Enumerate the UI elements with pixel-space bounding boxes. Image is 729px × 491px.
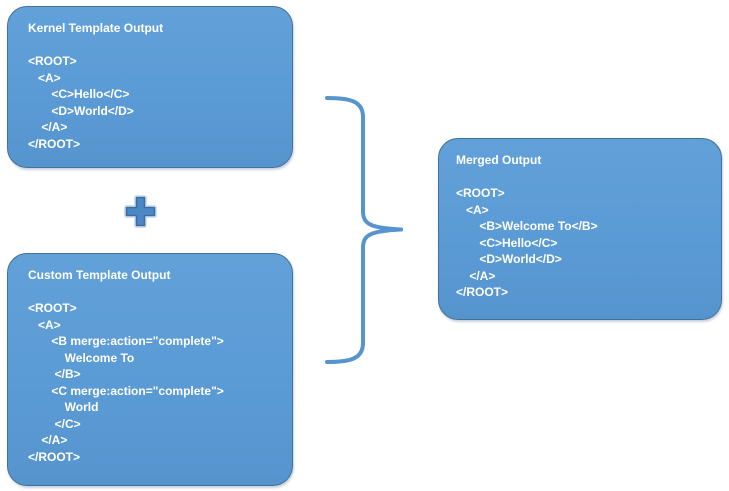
merged-box-code: <ROOT> <A> <B>Welcome To</B> <C>Hello</C…	[456, 186, 598, 299]
merged-output-box: Merged Output <ROOT> <A> <B>Welcome To</…	[438, 138, 722, 320]
kernel-template-box: Kernel Template Output <ROOT> <A> <C>Hel…	[7, 6, 293, 168]
custom-box-title: Custom Template Output	[28, 268, 171, 282]
right-brace-icon	[325, 96, 403, 364]
kernel-box-title: Kernel Template Output	[28, 21, 164, 35]
custom-box-code: <ROOT> <A> <B merge:action="complete"> W…	[28, 301, 224, 464]
plus-icon	[124, 195, 157, 228]
custom-template-box: Custom Template Output <ROOT> <A> <B mer…	[7, 253, 293, 486]
merged-box-title: Merged Output	[456, 153, 542, 167]
kernel-box-code: <ROOT> <A> <C>Hello</C> <D>World</D> </A…	[28, 54, 134, 151]
